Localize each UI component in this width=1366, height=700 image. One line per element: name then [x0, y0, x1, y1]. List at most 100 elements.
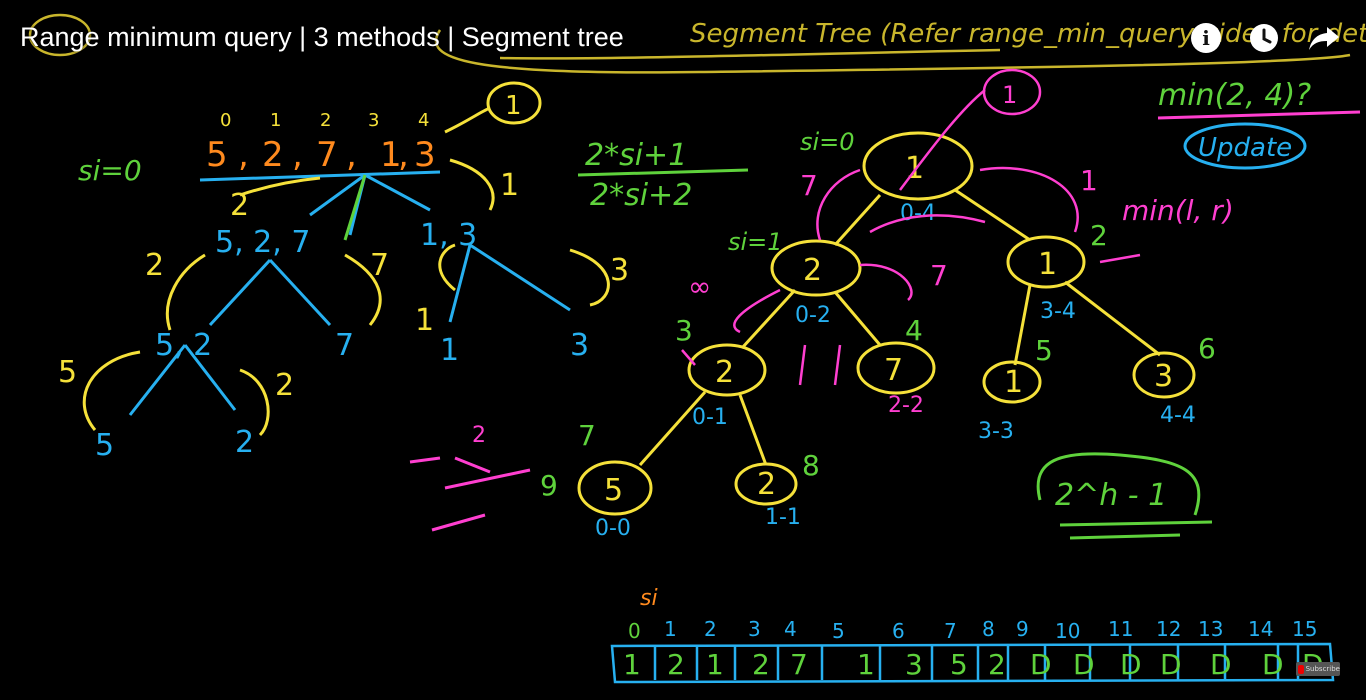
svg-text:∞: ∞ — [688, 270, 711, 303]
svg-text:2: 2 — [704, 617, 717, 641]
svg-text:2: 2 — [235, 425, 254, 460]
svg-text:7: 7 — [578, 419, 596, 452]
svg-text:0-2: 0-2 — [795, 303, 831, 328]
svg-text:2: 2 — [667, 648, 685, 681]
svg-text:4: 4 — [905, 314, 923, 347]
svg-text:1: 1 — [500, 168, 519, 203]
svg-text:7: 7 — [370, 248, 389, 283]
svg-text:2: 2 — [988, 648, 1006, 681]
svg-text:D: D — [1120, 648, 1142, 681]
svg-text:D: D — [1262, 648, 1284, 681]
svg-text:5, 2, 7: 5, 2, 7 — [215, 225, 310, 260]
left-tree-labels: 5, 2, 7 1, 3 5, 2 7 1 3 5 2 2 7 1 3 5 2 … — [58, 168, 629, 463]
svg-text:7: 7 — [800, 169, 818, 202]
svg-text:1: 1 — [270, 110, 281, 131]
svg-text:2: 2 — [275, 368, 294, 403]
svg-text:1: 1 — [1080, 164, 1098, 197]
svg-text:0: 0 — [220, 110, 231, 131]
svg-text:1: 1 — [1002, 81, 1017, 109]
svg-text:1-1: 1-1 — [765, 505, 801, 530]
svg-text:9: 9 — [1016, 617, 1029, 641]
info-icon: i — [1191, 23, 1221, 53]
top-note — [28, 13, 1351, 74]
share-button[interactable] — [1306, 20, 1342, 56]
svg-text:3: 3 — [414, 135, 436, 175]
segment-tree — [577, 131, 1196, 516]
svg-text:7: 7 — [884, 353, 903, 388]
subscribe-label: Subscribe — [1305, 665, 1340, 673]
svg-text:2: 2 — [1090, 219, 1108, 252]
subscribe-watermark[interactable]: Subscribe — [1296, 662, 1340, 676]
svg-text:9: 9 — [540, 469, 558, 502]
update-label: Update — [1198, 133, 1292, 163]
svg-text:2: 2 — [757, 467, 776, 502]
svg-text:8: 8 — [982, 617, 995, 641]
svg-text:3-4: 3-4 — [1040, 299, 1076, 324]
svg-text:D: D — [1030, 648, 1052, 681]
answer-top: 1 — [505, 91, 522, 121]
svg-text:3: 3 — [1154, 359, 1173, 394]
svg-text:2: 2 — [803, 253, 822, 288]
info-button[interactable]: i — [1188, 20, 1224, 56]
svg-text:1: 1 — [440, 333, 459, 368]
svg-text:2: 2 — [145, 248, 164, 283]
height-formula: 2^h - 1 — [1055, 478, 1167, 513]
clock-icon — [1250, 24, 1278, 52]
video-title[interactable]: Range minimum query | 3 methods | Segmen… — [20, 22, 624, 52]
si-root-label: si=0 — [78, 154, 142, 187]
svg-text:11: 11 — [1108, 617, 1133, 641]
svg-text:7: 7 — [335, 328, 354, 363]
svg-text:4: 4 — [418, 110, 429, 131]
share-arrow-icon — [1309, 27, 1339, 50]
svg-text:5: 5 — [95, 428, 114, 463]
svg-text:3: 3 — [675, 314, 693, 347]
svg-text:0-0: 0-0 — [595, 516, 631, 541]
small-note — [409, 456, 531, 532]
svg-text:5: 5 — [206, 135, 228, 175]
svg-text:si=1: si=1 — [728, 228, 783, 256]
formula-left: 2*si+1 — [585, 138, 687, 173]
svg-text:5: 5 — [58, 355, 77, 390]
svg-text:8: 8 — [802, 449, 820, 482]
svg-text:3: 3 — [368, 110, 379, 131]
svg-text:,: , — [238, 135, 249, 175]
svg-text:D: D — [1210, 648, 1232, 681]
svg-text:,: , — [292, 135, 303, 175]
min-label: min(l, r) — [1122, 194, 1234, 227]
youtube-logo-icon — [1298, 664, 1304, 674]
svg-text:1: 1 — [664, 617, 677, 641]
segment-tree-node-numbers: 7 7 1 2 3 4 5 6 7 8 9 ∞ — [540, 164, 1216, 502]
svg-text:2: 2 — [320, 110, 331, 131]
svg-text:5: 5 — [950, 648, 968, 681]
svg-text:1: 1 — [380, 135, 402, 175]
svg-text:5: 5 — [1035, 334, 1053, 367]
svg-text:13: 13 — [1198, 617, 1223, 641]
segment-array-values: 121 271 352 DDD DDD D — [623, 648, 1324, 681]
svg-text:5, 2: 5, 2 — [155, 328, 212, 363]
svg-text:3: 3 — [610, 253, 629, 288]
formula-right: 2*si+2 — [590, 178, 692, 213]
svg-text:0-1: 0-1 — [692, 405, 728, 430]
watch-later-button[interactable] — [1246, 20, 1282, 56]
segment-array — [610, 642, 1335, 684]
svg-text:12: 12 — [1156, 617, 1181, 641]
svg-text:1: 1 — [623, 648, 641, 681]
svg-text:3: 3 — [748, 617, 761, 641]
array-indices: 0 1 2 3 4 — [220, 110, 429, 131]
svg-text:1: 1 — [1004, 365, 1023, 400]
svg-text:2: 2 — [752, 648, 770, 681]
left-recursion-tree — [82, 158, 610, 437]
svg-text:2-2: 2-2 — [888, 393, 924, 418]
svg-text:2: 2 — [715, 355, 734, 390]
svg-text:3: 3 — [570, 328, 589, 363]
segment-tree-ranges: 0-4 0-2 3-4 0-1 2-2 3-3 4-4 0-0 1-1 — [595, 201, 1196, 541]
svg-text:,: , — [346, 135, 357, 175]
svg-text:14: 14 — [1248, 617, 1273, 641]
svg-text:si=0: si=0 — [800, 128, 855, 156]
svg-text:6: 6 — [1198, 332, 1216, 365]
svg-text:5: 5 — [604, 473, 623, 508]
svg-text:4: 4 — [784, 617, 797, 641]
